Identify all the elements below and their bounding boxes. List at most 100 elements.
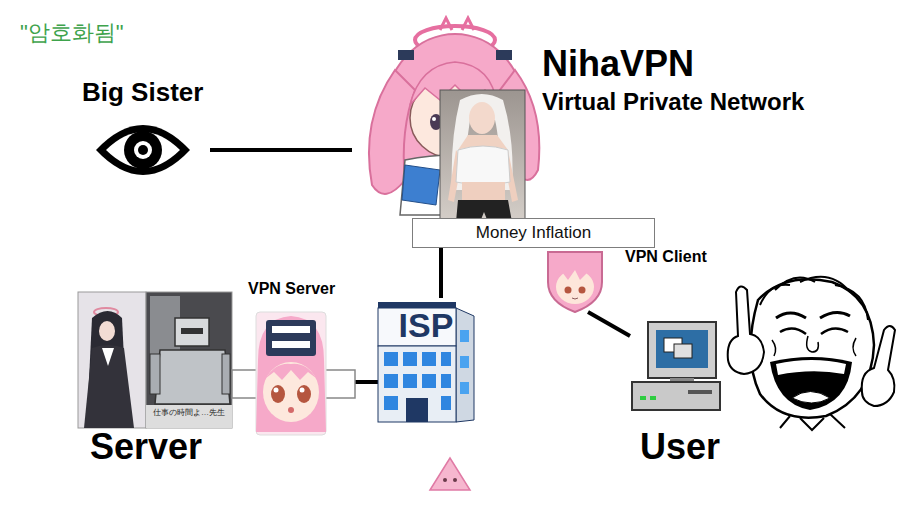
computer-icon-part	[648, 322, 716, 378]
small-triangle	[430, 458, 470, 490]
server-picture-part	[181, 328, 203, 334]
isp-building-part	[456, 308, 474, 422]
server-picture-part	[222, 354, 230, 394]
laughing-face-part	[780, 328, 848, 334]
vpn-server-picture-part	[271, 385, 285, 403]
laughing-face-part	[776, 312, 850, 318]
server-picture-part	[146, 292, 232, 428]
node-label: NihaVPN	[542, 43, 694, 84]
isp-building-part	[460, 356, 469, 368]
server-picture-part	[146, 405, 232, 428]
vpn-server-picture-part	[266, 320, 316, 356]
computer-icon-part	[656, 330, 708, 368]
vpn-server-picture-part	[297, 385, 311, 403]
watcher-node: Big Sister	[80, 78, 210, 193]
client-shield-part	[556, 262, 594, 282]
laughing-face-part	[772, 338, 856, 356]
isp-building-part	[441, 396, 451, 410]
eye-icon-part	[106, 132, 180, 168]
small-triangle-part	[453, 478, 457, 482]
vpn-server-picture-part	[272, 341, 310, 348]
mascot-drawing-part	[432, 117, 436, 121]
node-label: Virtual Private Network	[542, 88, 804, 116]
connector-line	[439, 248, 443, 298]
laughing-face-part	[776, 360, 846, 375]
photo-overlay-part	[456, 146, 510, 185]
eye-icon-part	[138, 145, 148, 155]
node-label: Server	[90, 426, 202, 467]
mascot-drawing-part	[440, 18, 474, 30]
computer-icon-part	[650, 396, 656, 400]
server-picture-part	[99, 321, 115, 341]
isp-building-part	[441, 374, 451, 388]
isp-building-part	[403, 352, 417, 366]
connector-line	[588, 312, 630, 336]
mascot-drawing-part	[496, 50, 512, 60]
vpn-server-picture-part	[256, 312, 326, 435]
encrypted-note: "암호화됨"	[20, 20, 124, 45]
mascot-drawing-part	[398, 50, 414, 60]
laughing-face-part	[728, 286, 764, 374]
vpn-server-picture-part	[300, 388, 305, 393]
user-node: User	[630, 318, 898, 476]
laughing-face-part	[862, 326, 895, 406]
vpn-server-picture-part	[272, 326, 310, 333]
server-picture-part	[84, 345, 134, 428]
laughing-face-part	[780, 414, 845, 430]
photo-overlay-part	[462, 182, 505, 200]
photo-overlay-part	[440, 90, 525, 228]
laughing-face-part	[750, 279, 874, 417]
isp-building-part	[460, 330, 469, 342]
photo-overlay	[440, 90, 525, 228]
photo-overlay-part	[469, 102, 495, 134]
laughing-face-part	[807, 336, 819, 352]
isp-building-part	[460, 382, 469, 394]
vpn-mascot-node: NihaVPN Virtual Private Network	[352, 15, 852, 215]
laughing-face-part	[770, 357, 852, 410]
vpn-server-picture-part	[266, 364, 316, 380]
server-picture-part	[78, 292, 146, 428]
eye-icon-part	[124, 131, 162, 169]
isp-building-part	[378, 346, 456, 422]
client-shield-part	[572, 298, 578, 299]
eye-icon-part	[134, 141, 152, 159]
mascot-drawing-part	[402, 165, 440, 205]
vpn-server-node: VPN Server	[248, 280, 340, 438]
eye-icon-part	[96, 125, 190, 175]
connector-line	[210, 148, 352, 152]
node-label: ISP	[399, 306, 454, 345]
laughing-face-part	[760, 277, 868, 320]
server-node: Server	[76, 290, 232, 475]
vpn-server-picture	[256, 312, 326, 435]
client-shield-part	[565, 287, 572, 294]
small-triangle-part	[430, 458, 470, 490]
client-shield-part	[556, 270, 594, 304]
node-label: VPN Server	[248, 280, 335, 298]
server-picture	[78, 292, 232, 428]
money-inflation-box: Money Inflation	[412, 218, 655, 248]
computer-icon-part	[674, 344, 692, 358]
isp-building-part	[384, 352, 398, 366]
isp-building-part	[422, 352, 436, 366]
client-shield-part	[548, 252, 602, 312]
vpn-client-node: VPN Client	[545, 250, 715, 312]
computer-icon-part	[632, 382, 720, 410]
client-shield	[548, 252, 602, 312]
node-label: Big Sister	[82, 78, 203, 108]
laughing-face-part	[792, 392, 830, 404]
server-picture-part	[155, 350, 230, 404]
vpn-server-picture-part	[256, 316, 326, 432]
node-label: User	[640, 426, 720, 467]
subtitle-text: 仕事の時間よ…先生	[153, 408, 225, 417]
isp-building-part	[403, 374, 417, 388]
vpn-server-picture-part	[274, 388, 279, 393]
isp-building-part	[384, 396, 398, 410]
isp-building-part	[384, 374, 398, 388]
eye-icon	[96, 125, 190, 175]
isp-building-part	[406, 398, 428, 422]
computer-icon	[632, 322, 720, 410]
photo-overlay-part	[452, 94, 513, 190]
server-picture-part	[102, 348, 114, 366]
node-label: VPN Client	[625, 248, 707, 266]
